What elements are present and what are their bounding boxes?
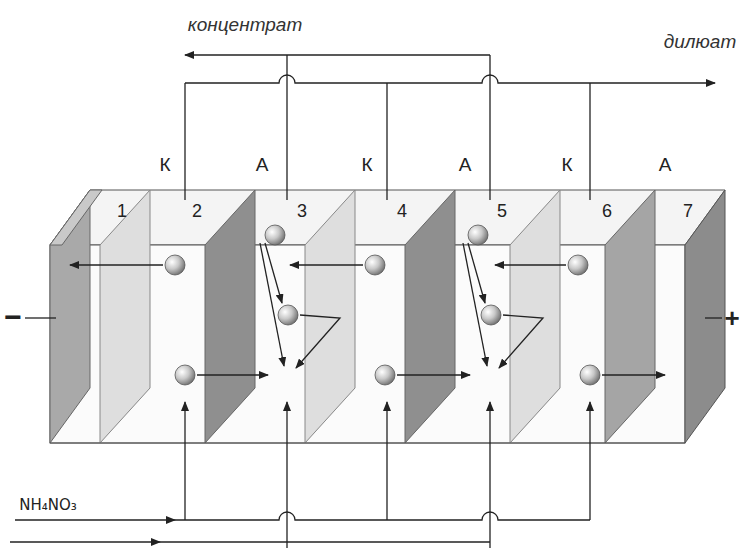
membrane-type: К xyxy=(561,155,572,176)
compartment-number: 5 xyxy=(497,202,507,222)
electrode-sign: + xyxy=(724,304,739,333)
membrane-type: А xyxy=(659,155,672,176)
stream-label: дилюат xyxy=(664,32,736,53)
membrane-type: К xyxy=(361,155,372,176)
membrane-type: А xyxy=(256,155,269,176)
feed-label: NH₄NO₃ xyxy=(19,497,77,514)
compartment-number: 4 xyxy=(397,202,407,222)
compartment-number: 7 xyxy=(683,202,693,222)
compartment-number: 2 xyxy=(192,202,202,222)
membrane-type: К xyxy=(159,155,170,176)
stream-label: концентрат xyxy=(188,15,302,36)
compartment-number: 6 xyxy=(602,202,612,222)
membrane-type: А xyxy=(459,155,472,176)
compartment-number: 3 xyxy=(297,202,307,222)
compartment-number: 1 xyxy=(117,202,127,222)
electrode-sign: − xyxy=(4,300,22,333)
